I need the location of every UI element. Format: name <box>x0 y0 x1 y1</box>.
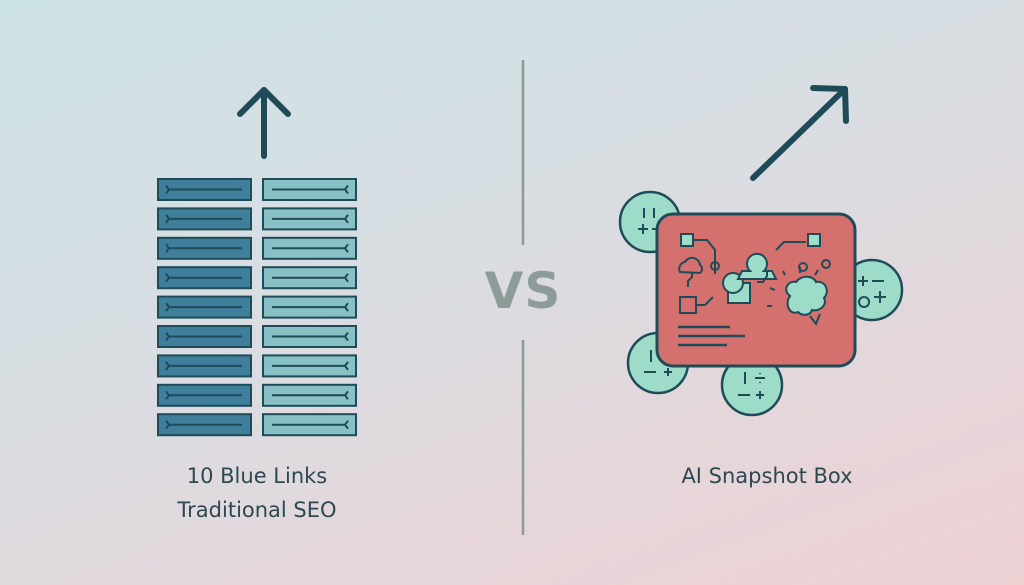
link-line <box>272 390 349 400</box>
vs-label: VS <box>484 262 562 320</box>
ai-snapshot-card <box>655 212 857 368</box>
link-line <box>272 243 349 253</box>
link-line <box>165 302 242 312</box>
link-line <box>272 331 349 342</box>
link-line <box>165 390 242 400</box>
link-list <box>157 178 357 437</box>
math-symbols <box>638 208 886 399</box>
right-title: AI Snapshot Box <box>681 464 853 488</box>
link-line <box>272 273 349 283</box>
diagonal-arrow-icon <box>750 85 849 181</box>
link-line <box>165 214 242 224</box>
link-line <box>165 361 242 371</box>
link-line <box>165 331 242 342</box>
left-title: 10 Blue Links <box>186 464 328 488</box>
link-line <box>165 243 242 253</box>
link-line <box>272 214 349 224</box>
up-arrow-icon <box>237 87 291 159</box>
link-line <box>165 273 242 283</box>
link-line <box>272 361 349 371</box>
link-line <box>272 302 349 312</box>
link-line <box>272 420 349 430</box>
link-line <box>272 184 349 195</box>
left-subtitle: Traditional SEO <box>177 498 337 522</box>
link-line <box>165 184 242 195</box>
link-line <box>165 420 242 430</box>
